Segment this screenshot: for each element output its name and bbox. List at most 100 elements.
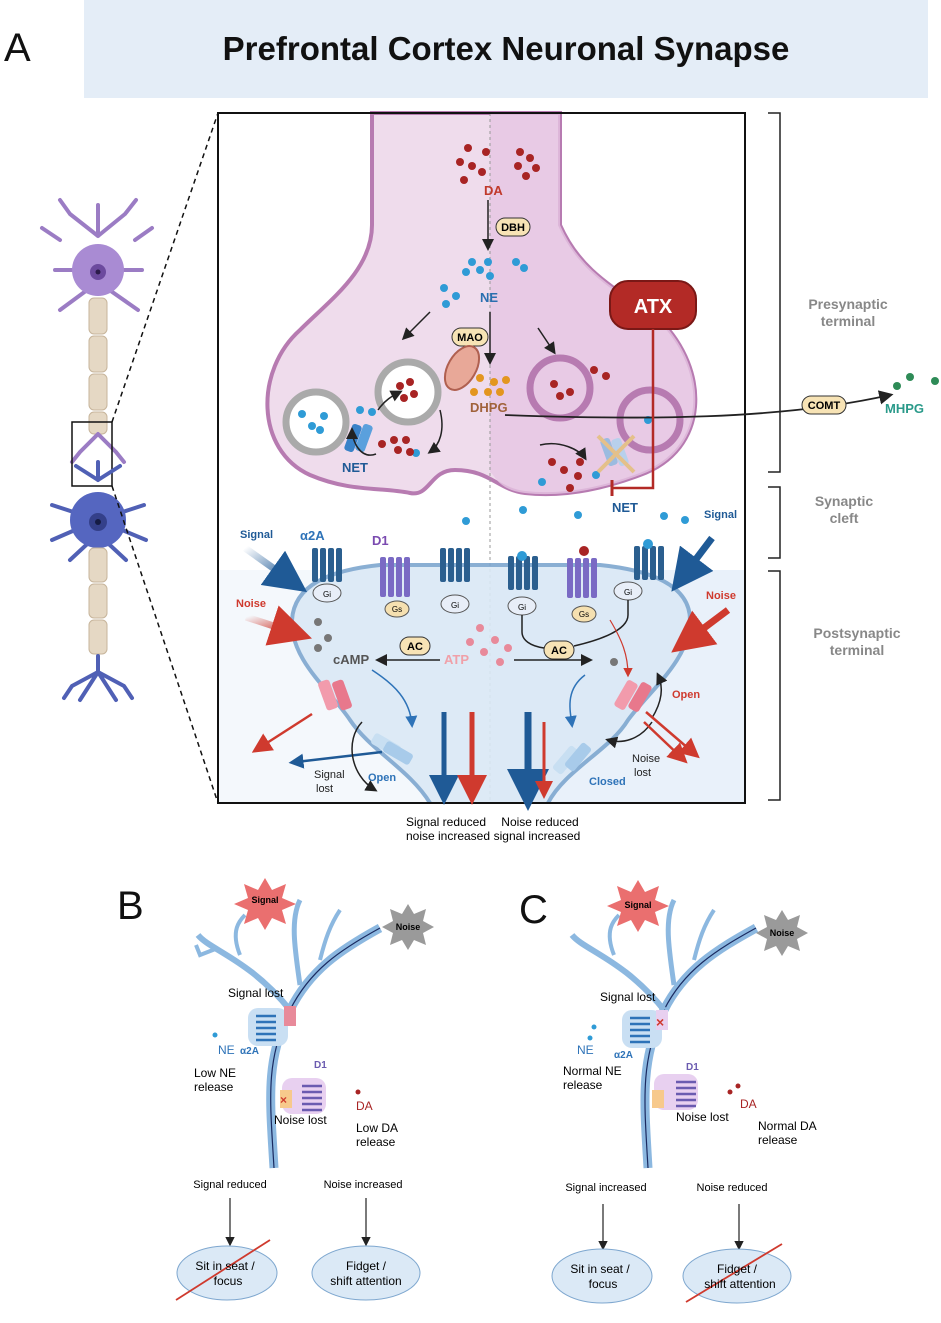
panel-c: × — [551, 880, 808, 1304]
c-da: DA — [740, 1097, 757, 1111]
d1-label: D1 — [372, 533, 389, 548]
vesicles — [282, 354, 684, 492]
a2a-receptor-left-2 — [440, 548, 470, 614]
gs-label-2: Gs — [579, 610, 589, 619]
c-ellipse-right-2: shift attention — [704, 1277, 775, 1291]
da-dots — [456, 144, 540, 184]
ne-label: NE — [480, 290, 498, 305]
a2a-receptor-right-2 — [613, 539, 664, 601]
c-a2a: α2A — [614, 1050, 633, 1061]
a2a-receptor-right — [507, 551, 538, 616]
zoom-box — [71, 421, 113, 487]
b-a2a: α2A — [240, 1046, 259, 1057]
panel-label-b: B — [117, 884, 144, 928]
noise-label-right: Noise — [706, 590, 736, 602]
svg-text:×: × — [656, 1014, 664, 1030]
caption-left-1: Signal reduced — [406, 815, 486, 829]
b-ne-release-2: release — [194, 1080, 234, 1094]
svg-text:×: × — [280, 1093, 287, 1107]
signal-label-right: Signal — [704, 509, 737, 521]
c-da-release-2: release — [758, 1133, 798, 1147]
net-label-left: NET — [342, 460, 368, 475]
c-d1: D1 — [686, 1062, 699, 1073]
region-cleft-1: Synaptic — [815, 493, 874, 509]
b-d1: D1 — [314, 1060, 327, 1071]
region-postsynaptic-2: terminal — [830, 642, 884, 658]
net-label-right: NET — [612, 500, 638, 515]
open-label-right: Open — [672, 689, 700, 701]
gi-label-1: Gi — [323, 590, 331, 599]
hcn-channel-right-closed — [552, 742, 592, 775]
zoom-line-bottom — [111, 485, 219, 804]
atp-dots — [466, 624, 512, 666]
dbh-label: DBH — [501, 222, 525, 234]
c-ellipse-left-2: focus — [589, 1277, 618, 1291]
dhpg-label: DHPG — [470, 400, 508, 415]
gi-label-3: Gi — [518, 603, 526, 612]
ne-dots — [440, 258, 528, 308]
region-presynaptic-2: terminal — [821, 313, 875, 329]
c-noise: Noise — [770, 928, 795, 938]
b-noise-lost: Noise lost — [274, 1113, 327, 1127]
panel-label-a: A — [4, 26, 31, 70]
c-signal-lost: Signal lost — [600, 990, 656, 1004]
closed-label: Closed — [589, 776, 626, 788]
comt-label: COMT — [808, 400, 841, 412]
b-ellipse-left-2: focus — [214, 1274, 243, 1288]
noise-lost-1: Noise — [632, 753, 660, 765]
gi-label-4: Gi — [624, 588, 632, 597]
region-postsynaptic-1: Postsynaptic — [813, 625, 900, 641]
neuron-upper — [40, 198, 154, 464]
d1-receptor-left — [380, 557, 410, 618]
b-ellipse-right-1: Fidget / — [346, 1259, 387, 1273]
caption-right-1: Noise reduced — [501, 815, 578, 829]
gs-label-1: Gs — [392, 605, 402, 614]
b-signal: Signal — [251, 895, 278, 905]
hcn-channel-left-open — [371, 733, 413, 765]
b-ellipse-left-1: Sit in seat / — [195, 1259, 255, 1273]
ac-label-right: AC — [551, 645, 567, 657]
b-ne-release-1: Low NE — [194, 1066, 236, 1080]
b-signal-lost: Signal lost — [228, 986, 284, 1000]
cleft-ne-dots — [462, 506, 689, 525]
camp-label: cAMP — [333, 652, 369, 667]
dhpg-dots — [470, 374, 510, 396]
b-noise: Noise — [396, 922, 421, 932]
c-ne-release-1: Normal NE — [563, 1064, 622, 1078]
synapse-box — [217, 111, 746, 805]
d1-receptor-right — [567, 546, 597, 623]
net-transporter-right — [596, 434, 636, 474]
b-da: DA — [356, 1099, 373, 1113]
noise-lost-2: lost — [634, 767, 651, 779]
a2a-label: α2A — [300, 528, 325, 543]
caption-right-2: signal increased — [494, 829, 581, 843]
b-da-release-2: release — [356, 1135, 396, 1149]
signal-lost-2: lost — [316, 783, 333, 795]
gi-label-2: Gi — [451, 601, 459, 610]
open-label-left: Open — [368, 772, 396, 784]
page-title: Prefrontal Cortex Neuronal Synapse — [222, 30, 790, 67]
panel-label-c: C — [519, 888, 548, 932]
hcn-channel-right — [614, 680, 652, 712]
c-signal: Signal — [624, 900, 651, 910]
c-out-left: Signal increased — [565, 1182, 646, 1194]
ac-label-left: AC — [407, 641, 423, 653]
zoom-line-top — [111, 112, 219, 423]
caption-left-2: noise increased — [406, 829, 490, 843]
noise-label-left: Noise — [236, 598, 266, 610]
a2a-receptor-left — [312, 548, 342, 603]
b-ne: NE — [218, 1043, 235, 1057]
hcn-channel-left — [318, 679, 352, 711]
c-noise-lost: Noise lost — [676, 1110, 729, 1124]
atx-label: ATX — [634, 296, 673, 318]
c-ellipse-left-1: Sit in seat / — [570, 1262, 630, 1276]
mhpg-label: MHPG — [885, 401, 924, 416]
panel-b: × — [175, 878, 434, 1301]
camp-dots — [314, 618, 618, 666]
b-out-left: Signal reduced — [193, 1179, 266, 1191]
c-ne: NE — [577, 1043, 594, 1057]
c-ne-release-2: release — [563, 1078, 603, 1092]
b-da-release-1: Low DA — [356, 1121, 398, 1135]
neuron-lower — [50, 460, 148, 702]
mitochondrion-icon — [443, 345, 481, 391]
